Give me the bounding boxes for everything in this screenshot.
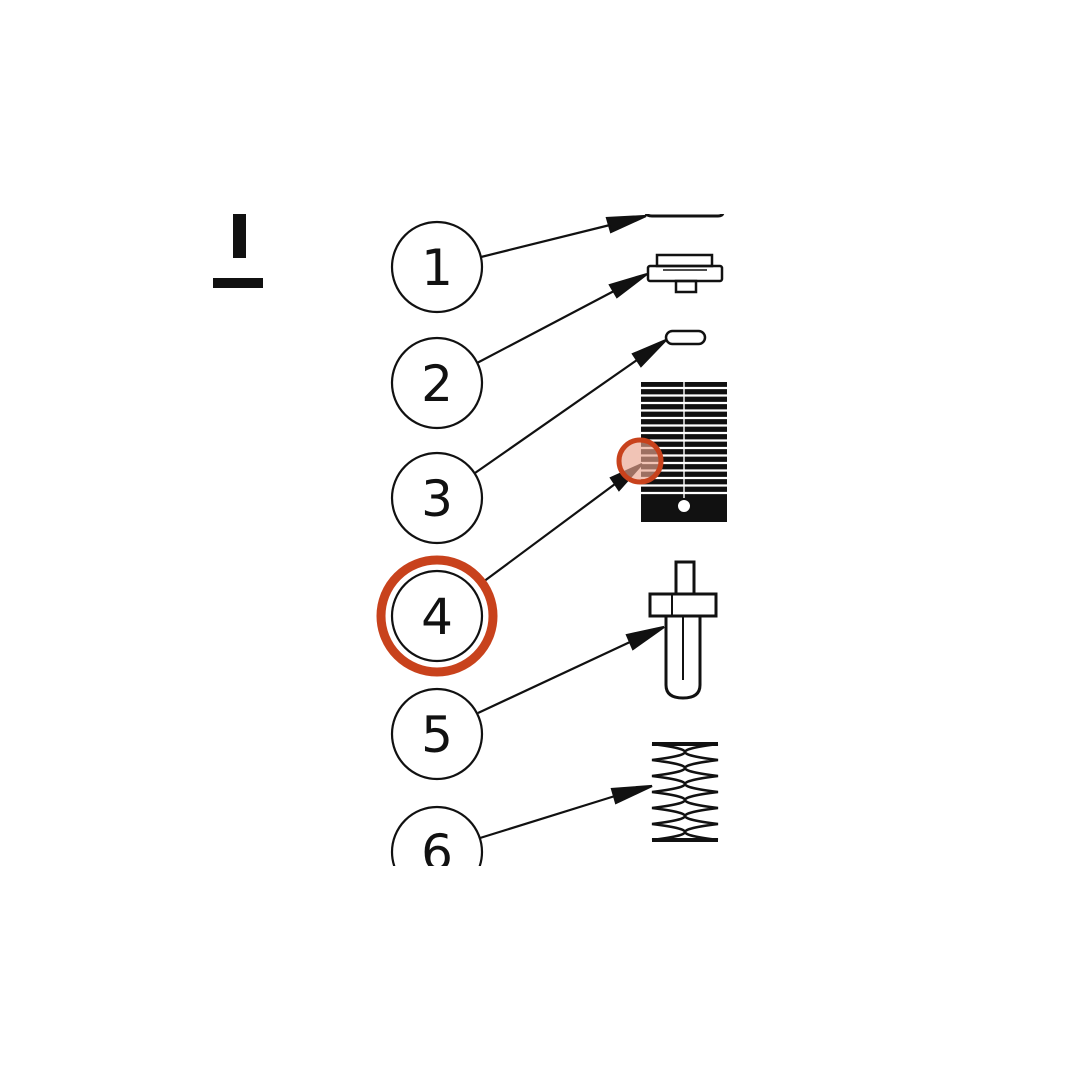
callout-1: 1: [390, 220, 484, 314]
leader-5: [477, 625, 665, 714]
part-4-threaded-insert: [641, 382, 727, 522]
leader-4: [482, 462, 643, 583]
part-4-highlight-marker: [616, 437, 664, 485]
leader-1: [480, 214, 647, 259]
callout-label-2: 2: [421, 355, 453, 413]
part-1-top-cap: [644, 214, 725, 218]
callout-label-1: 1: [421, 239, 453, 297]
callout-2: 2: [390, 336, 484, 430]
leader-lines: [474, 214, 667, 840]
callout-6: 6: [390, 805, 484, 882]
callout-3: 3: [390, 451, 484, 545]
callout-label-3: 3: [421, 470, 453, 528]
corner-mark: [213, 214, 263, 288]
part-2-flanged-washer: [646, 253, 724, 294]
part-5-valve-pin: [648, 560, 718, 700]
leader-2: [476, 272, 648, 364]
leader-3: [474, 338, 667, 474]
callout-4: 4: [376, 555, 498, 677]
callout-label-6: 6: [421, 824, 453, 882]
callout-label-4: 4: [421, 588, 453, 646]
callout-label-5: 5: [421, 706, 453, 764]
part-6-spring: [651, 742, 719, 842]
callout-5: 5: [390, 687, 484, 781]
part-3-o-ring: [664, 329, 707, 346]
leader-6: [479, 784, 653, 840]
